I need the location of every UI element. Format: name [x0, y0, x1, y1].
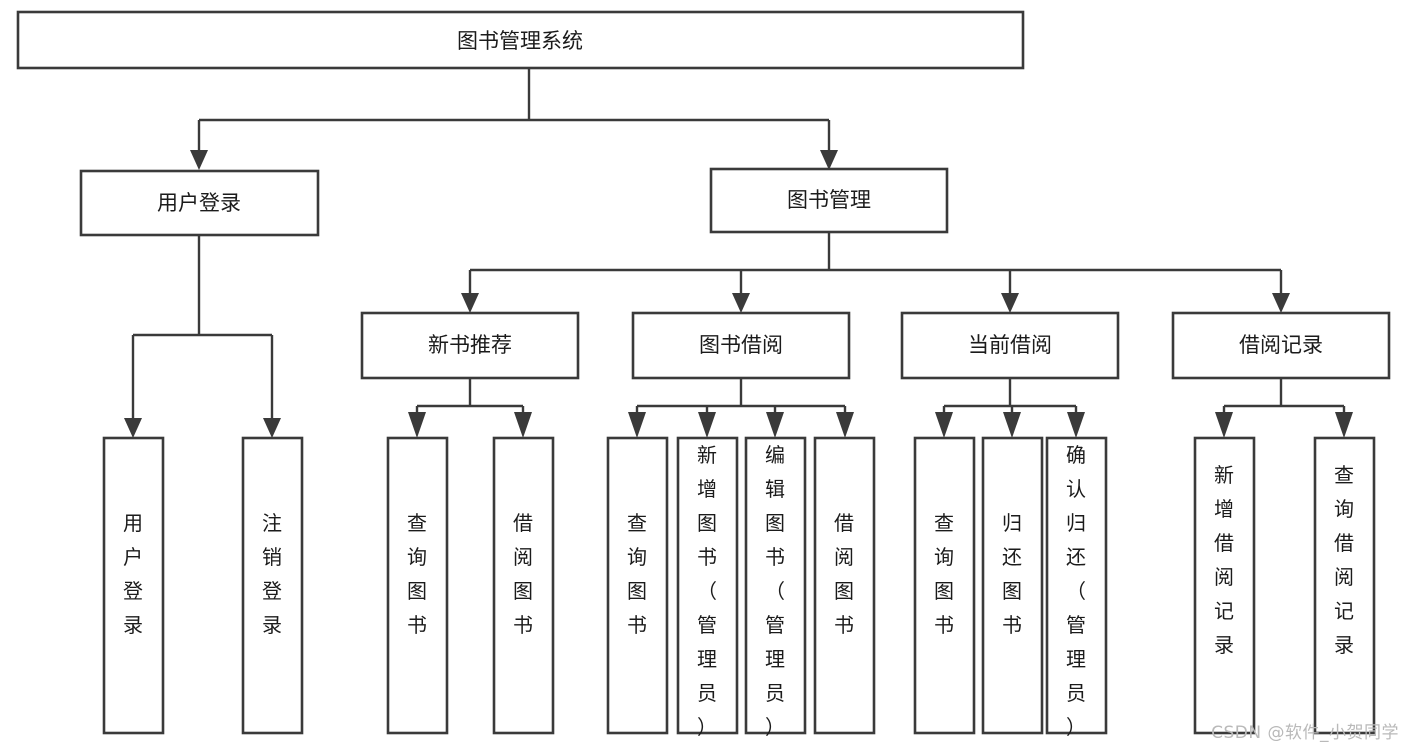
- arrow-head-leaf-edit-book: [766, 412, 784, 438]
- arrow-head-leaf-user-login: [124, 418, 142, 438]
- node-borrow-record-box[interactable]: [1171, 311, 1391, 380]
- arrow-head-leaf-query-record: [1335, 412, 1353, 438]
- node-leaf-borrow-book-1[interactable]: 借阅图书: [492, 436, 555, 735]
- arrow-head-current-borrow: [1001, 293, 1019, 313]
- node-leaf-query-book-1-box[interactable]: [386, 436, 449, 735]
- node-leaf-add-book-box[interactable]: [676, 436, 739, 735]
- node-book-management-box[interactable]: [709, 167, 949, 234]
- node-book-management-label: 图书管理: [787, 188, 871, 212]
- node-leaf-return-book[interactable]: 归还图书: [981, 436, 1044, 735]
- node-leaf-query-book-2[interactable]: 查询图书: [606, 436, 669, 735]
- node-leaf-query-book-1-label: 查询图书: [407, 511, 427, 637]
- node-leaf-user-login[interactable]: 用户登录: [102, 436, 165, 735]
- node-book-borrow-box[interactable]: [631, 311, 851, 380]
- node-leaf-query-book-3-label: 查询图书: [934, 511, 954, 637]
- node-book-management[interactable]: 图书管理: [709, 167, 949, 234]
- node-current-borrow[interactable]: 当前借阅: [900, 311, 1120, 380]
- node-leaf-add-record-box[interactable]: [1193, 436, 1256, 735]
- arrow-head-leaf-borrow-book-2: [836, 412, 854, 438]
- node-leaf-borrow-book-2-label: 借阅图书: [834, 511, 854, 637]
- node-root-label: 图书管理系统: [457, 29, 583, 53]
- arrow-head-book-management: [820, 150, 838, 170]
- node-leaf-logout-box[interactable]: [241, 436, 304, 735]
- node-leaf-query-record-label: 查询借阅记录: [1334, 463, 1354, 657]
- connectors-borrow-record-children: [1215, 378, 1353, 438]
- arrow-head-borrow-record: [1272, 293, 1290, 313]
- arrow-head-book-borrow: [732, 293, 750, 313]
- node-user-login-label: 用户登录: [157, 191, 241, 215]
- node-leaf-borrow-book-2[interactable]: 借阅图书: [813, 436, 876, 735]
- connectors-new-book-recommend-children: [408, 378, 532, 438]
- node-book-borrow[interactable]: 图书借阅: [631, 311, 851, 380]
- node-borrow-record[interactable]: 借阅记录: [1171, 311, 1391, 380]
- node-leaf-confirm-return-label: 确认归还（管理员）: [1066, 443, 1086, 739]
- arrow-head-user-login: [190, 150, 208, 170]
- csdn-watermark: CSDN @软件_小贺同学: [1211, 723, 1399, 743]
- node-leaf-add-book[interactable]: 新增图书（管理员）: [676, 436, 739, 739]
- connectors-current-borrow-children: [935, 378, 1085, 438]
- connectors-book-management-children: [461, 232, 1290, 313]
- node-new-book-recommend[interactable]: 新书推荐: [360, 311, 580, 380]
- arrow-head-leaf-query-book-1: [408, 412, 426, 438]
- connectors-book-borrow-children: [628, 378, 854, 438]
- node-leaf-confirm-return-box[interactable]: [1045, 436, 1108, 735]
- node-leaf-add-book-label: 新增图书（管理员）: [697, 443, 717, 739]
- arrow-head-leaf-add-record: [1215, 412, 1233, 438]
- node-root[interactable]: 图书管理系统: [16, 10, 1025, 70]
- node-leaf-edit-book-box[interactable]: [744, 436, 807, 735]
- node-leaf-query-record[interactable]: 查询借阅记录: [1313, 436, 1376, 735]
- node-leaf-query-book-3[interactable]: 查询图书: [913, 436, 976, 735]
- connectors-user-login-children: [124, 235, 281, 438]
- arrow-head-new-book-recommend: [461, 293, 479, 313]
- node-new-book-recommend-box[interactable]: [360, 311, 580, 380]
- node-current-borrow-label: 当前借阅: [968, 333, 1052, 357]
- connectors-root-to-level1: [190, 68, 838, 170]
- arrow-head-leaf-logout: [263, 418, 281, 438]
- arrow-head-leaf-borrow-book-1: [514, 412, 532, 438]
- node-leaf-edit-book[interactable]: 编辑图书（管理员）: [744, 436, 807, 739]
- node-leaf-add-record[interactable]: 新增借阅记录: [1193, 436, 1256, 735]
- arrow-head-leaf-add-book: [698, 412, 716, 438]
- arrow-head-leaf-return-book: [1003, 412, 1021, 438]
- node-leaf-query-book-2-label: 查询图书: [627, 511, 647, 637]
- node-borrow-record-label: 借阅记录: [1239, 333, 1323, 357]
- arrow-head-leaf-query-book-2: [628, 412, 646, 438]
- node-leaf-query-book-2-box[interactable]: [606, 436, 669, 735]
- node-current-borrow-box[interactable]: [900, 311, 1120, 380]
- node-leaf-query-book-1[interactable]: 查询图书: [386, 436, 449, 735]
- node-leaf-logout-label: 注销登录: [262, 511, 282, 637]
- node-leaf-query-record-box[interactable]: [1313, 436, 1376, 735]
- node-leaf-query-book-3-box[interactable]: [913, 436, 976, 735]
- node-leaf-return-book-label: 归还图书: [1002, 511, 1022, 637]
- node-leaf-confirm-return[interactable]: 确认归还（管理员）: [1045, 436, 1108, 739]
- node-leaf-logout[interactable]: 注销登录: [241, 436, 304, 735]
- node-book-borrow-label: 图书借阅: [699, 333, 783, 357]
- node-leaf-edit-book-label: 编辑图书（管理员）: [765, 443, 785, 739]
- node-leaf-user-login-box[interactable]: [102, 436, 165, 735]
- node-root-box[interactable]: [16, 10, 1025, 70]
- node-leaf-user-login-label: 用户登录: [123, 511, 143, 637]
- node-new-book-recommend-label: 新书推荐: [428, 333, 512, 357]
- arrow-head-leaf-query-book-3: [935, 412, 953, 438]
- node-leaf-borrow-book-1-box[interactable]: [492, 436, 555, 735]
- node-leaf-borrow-book-2-box[interactable]: [813, 436, 876, 735]
- node-leaf-return-book-box[interactable]: [981, 436, 1044, 735]
- node-user-login[interactable]: 用户登录: [79, 169, 320, 237]
- node-leaf-add-record-label: 新增借阅记录: [1214, 463, 1234, 657]
- node-user-login-box[interactable]: [79, 169, 320, 237]
- node-leaf-borrow-book-1-label: 借阅图书: [513, 511, 533, 637]
- arrow-head-leaf-confirm-return: [1067, 412, 1085, 438]
